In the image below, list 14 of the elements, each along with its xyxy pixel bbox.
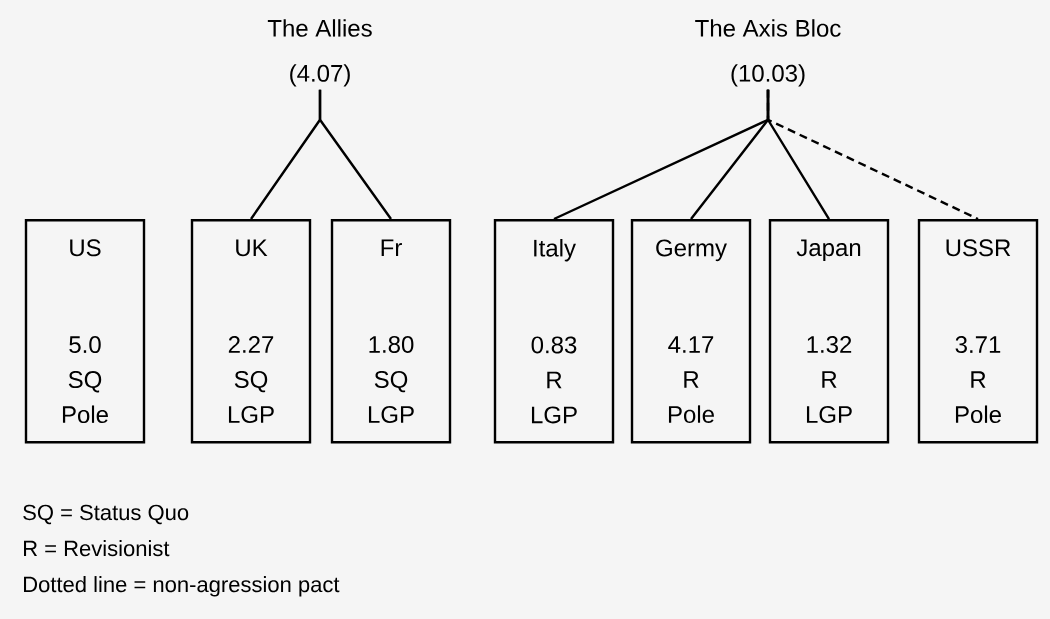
connector (766, 89, 831, 220)
country-box: USSR 3.71 R Pole (917, 219, 1039, 444)
country-box: Germy 4.17 R Pole (630, 219, 752, 444)
group-heading: The Allies (4.07) (267, 19, 372, 87)
country-box: Fr 1.80 SQ LGP (330, 219, 452, 444)
country-box: Japan 1.32 R LGP (768, 219, 890, 444)
legend-entry: R = Revisionist (24, 540, 170, 557)
country-box: US 5.0 SQ Pole (24, 219, 146, 444)
legend-entry: Dotted line = non-agression pact (24, 576, 340, 597)
connector (318, 89, 392, 220)
group-heading: The Axis Bloc (10.03) (695, 19, 841, 87)
legend-entry: SQ = Status Quo (23, 504, 189, 525)
country-box: Italy 0.83 R LGP (493, 219, 615, 444)
country-box: UK 2.27 SQ LGP (190, 219, 312, 444)
